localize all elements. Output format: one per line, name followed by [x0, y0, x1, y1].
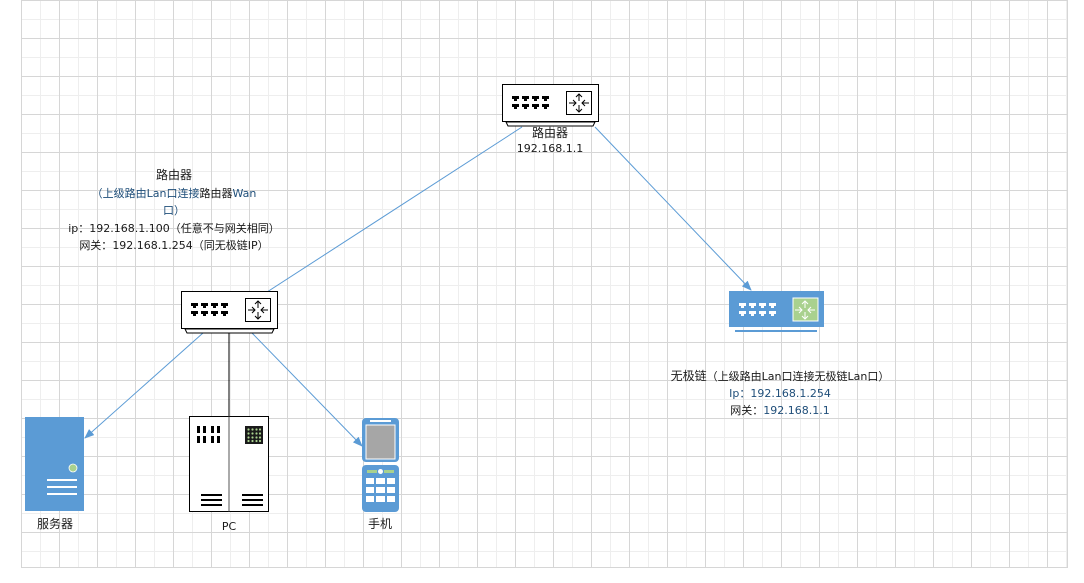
- sub-router-icon[interactable]: [181, 291, 279, 337]
- pc-icon[interactable]: [189, 416, 270, 514]
- phone-label: 手机: [367, 517, 392, 531]
- wireless-ap-gateway: 网关：192.168.1.1: [730, 404, 830, 417]
- main-router-ip: 192.168.1.1: [516, 142, 584, 155]
- link-subrouter-to-phone[interactable]: [251, 332, 363, 447]
- sub-router-gateway: 网关：192.168.1.254（同无极链IP）: [79, 239, 269, 252]
- link-main-to-subrouter[interactable]: [229, 126, 523, 317]
- mobile-phone-icon[interactable]: [362, 418, 400, 514]
- main-router-name: 路由器: [531, 126, 568, 140]
- pc-label: PC: [221, 520, 237, 533]
- sub-router-name: 路由器: [155, 168, 192, 182]
- wireless-ap-icon[interactable]: [729, 291, 825, 333]
- link-subrouter-to-server[interactable]: [84, 332, 204, 439]
- wireless-ap-title: 无极链（上级路由Lan口连接无极链Lan口）: [670, 369, 890, 383]
- sub-router-ip: ip：192.168.1.100（任意不与网关相同）: [68, 221, 280, 235]
- server-label: 服务器: [36, 517, 73, 531]
- server-icon[interactable]: [25, 417, 85, 513]
- wireless-ap-ip: Ip：192.168.1.254: [729, 387, 831, 400]
- wireless-ap-label: 无极链（上级路由Lan口连接无极链Lan口） Ip：192.168.1.254 …: [655, 368, 905, 419]
- link-main-to-wireless[interactable]: [594, 126, 752, 291]
- main-router-icon[interactable]: [502, 84, 600, 130]
- main-router-label: 路由器 192.168.1.1: [480, 126, 620, 156]
